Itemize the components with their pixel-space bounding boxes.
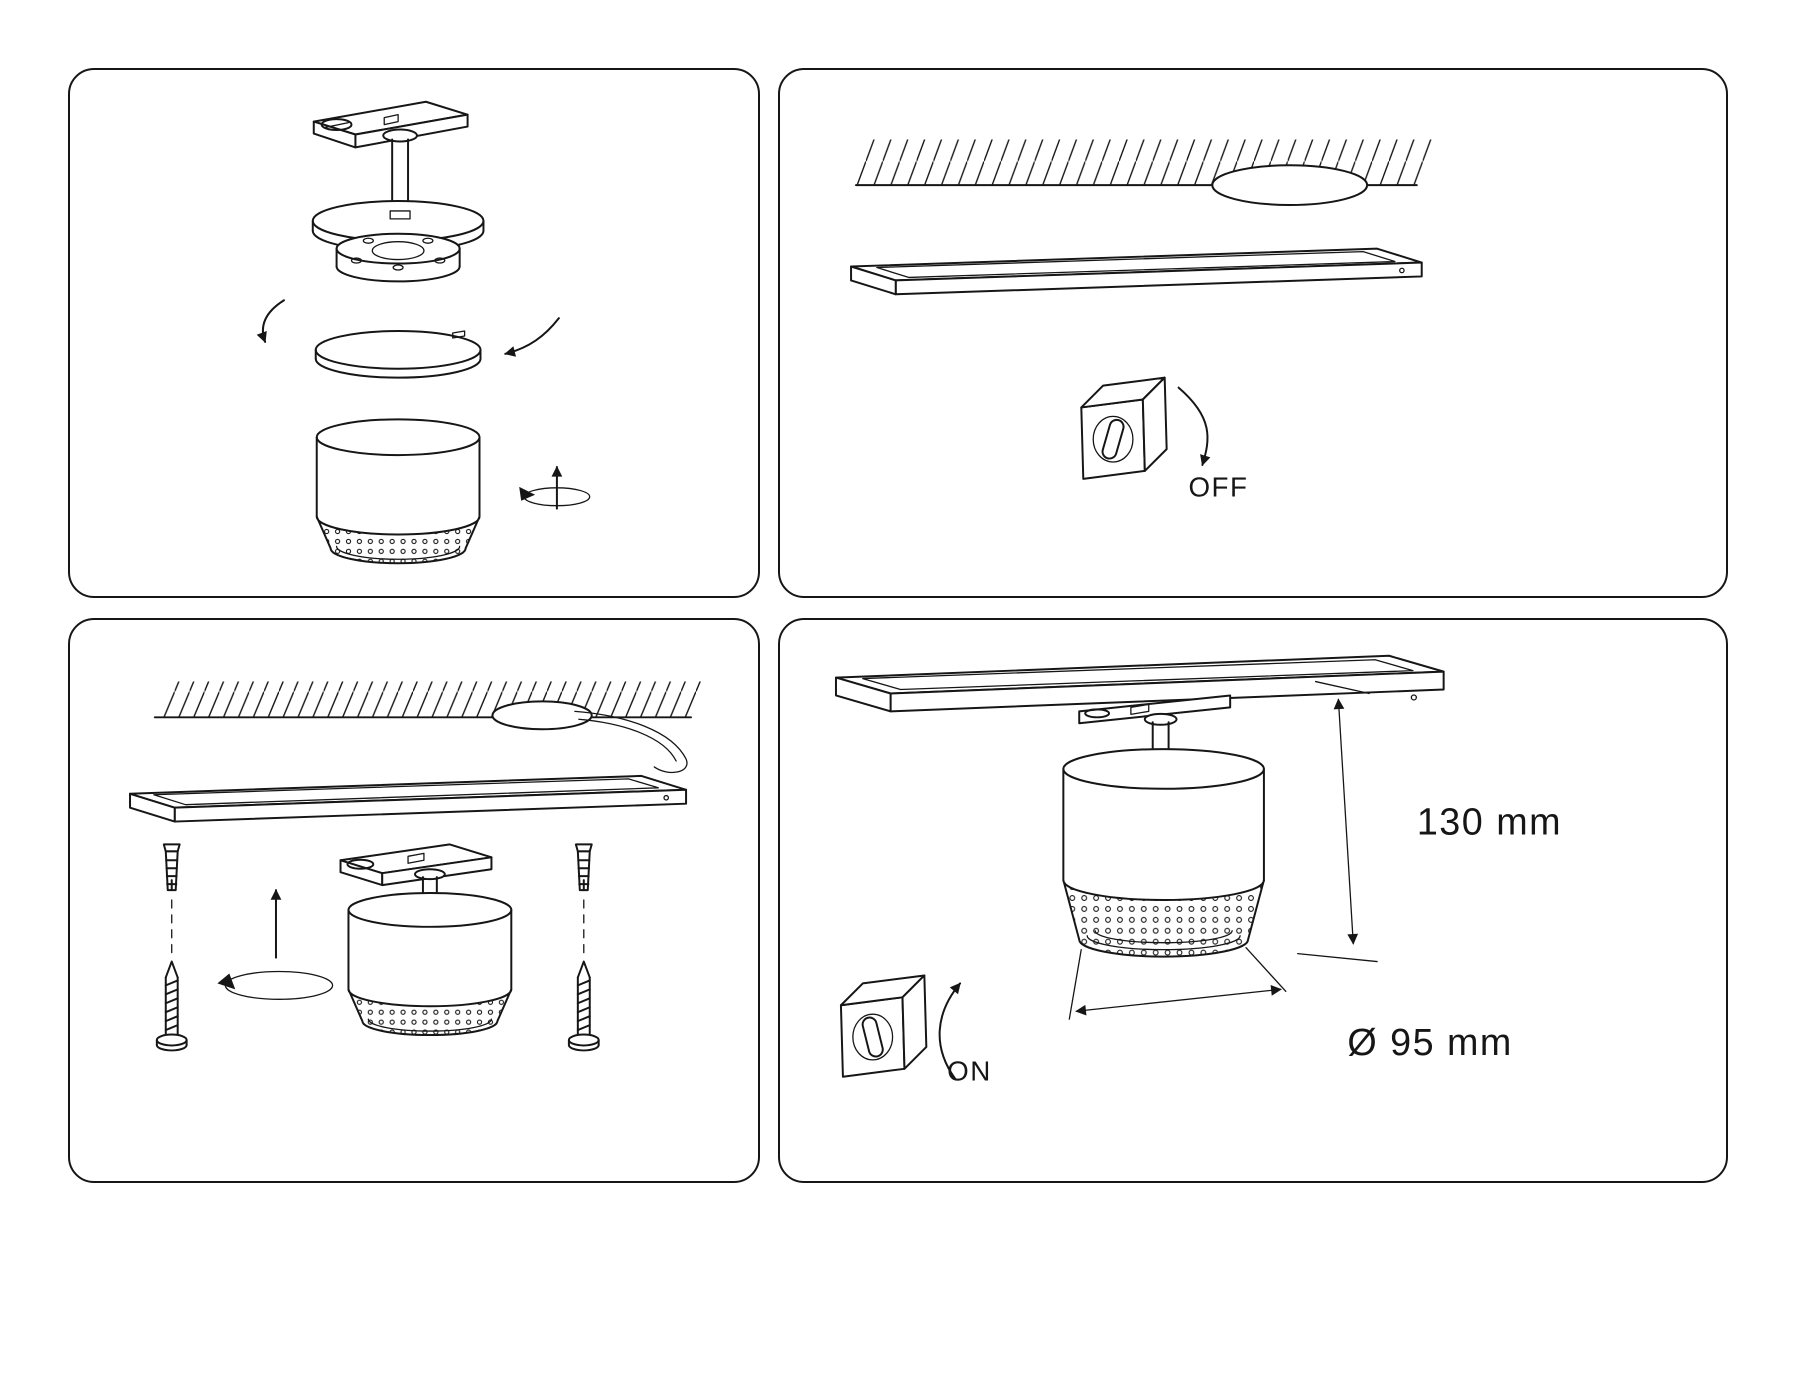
diameter-dimension: Ø 95 mm xyxy=(1068,947,1513,1063)
step-4-power-on-panel: 130 mm Ø 95 mm ON xyxy=(778,618,1728,1183)
track-adapter-icon xyxy=(1078,694,1232,759)
junction-box-cover-icon xyxy=(1211,164,1369,206)
switch-off-arrow-icon xyxy=(1177,386,1211,467)
track-bar-icon xyxy=(850,247,1423,296)
step-2-power-off-panel: OFF xyxy=(778,68,1728,598)
perforated-band xyxy=(1062,879,1265,958)
supply-wire-icon xyxy=(574,710,688,774)
wall-switch-icon xyxy=(1080,376,1168,480)
height-dimension-label: 130 mm xyxy=(1417,800,1562,842)
mounting-plate-icon xyxy=(311,200,485,283)
lamp-shade-icon xyxy=(315,418,481,565)
junction-box-cover-icon xyxy=(491,700,593,731)
wall-plug-left-icon xyxy=(155,843,188,1052)
switch-on-arrow-icon xyxy=(938,982,962,1080)
rotate-left-arrow-icon xyxy=(256,299,285,343)
lamp-shade-icon xyxy=(1062,748,1265,958)
track-adapter-icon xyxy=(339,843,493,903)
track-bar-icon xyxy=(834,654,1445,713)
step-3-mounting-panel xyxy=(68,618,760,1183)
step-1-assembly-panel xyxy=(68,68,760,598)
ceiling-hatching xyxy=(153,681,706,774)
perforated-band xyxy=(315,516,481,565)
screw-left-icon xyxy=(155,960,188,1052)
power-on-label: ON xyxy=(947,1056,992,1087)
wall-plug-right-icon xyxy=(567,843,600,1052)
power-off-drawing: OFF xyxy=(850,139,1437,503)
perforated-band xyxy=(347,988,513,1037)
assembly-exploded-drawing xyxy=(256,100,591,565)
rotation-axis-icon xyxy=(519,465,591,510)
diameter-dimension-label: Ø 95 mm xyxy=(1347,1021,1513,1063)
installed-fixture-drawing: 130 mm Ø 95 mm ON xyxy=(834,654,1562,1087)
lamp-shade-icon xyxy=(347,892,513,1037)
rotation-arrow-icon xyxy=(217,970,334,1000)
height-dimension: 130 mm xyxy=(1297,680,1562,963)
cover-disc-icon xyxy=(314,330,482,379)
ceiling-hatching xyxy=(855,139,1437,206)
power-off-label: OFF xyxy=(1188,472,1248,503)
mounting-drawing xyxy=(129,681,706,1052)
track-bar-icon xyxy=(129,774,688,823)
screw-right-icon xyxy=(567,960,600,1052)
track-adapter-icon xyxy=(312,100,469,211)
wall-switch-icon xyxy=(839,974,928,1078)
rotate-right-arrow-icon xyxy=(504,317,560,357)
